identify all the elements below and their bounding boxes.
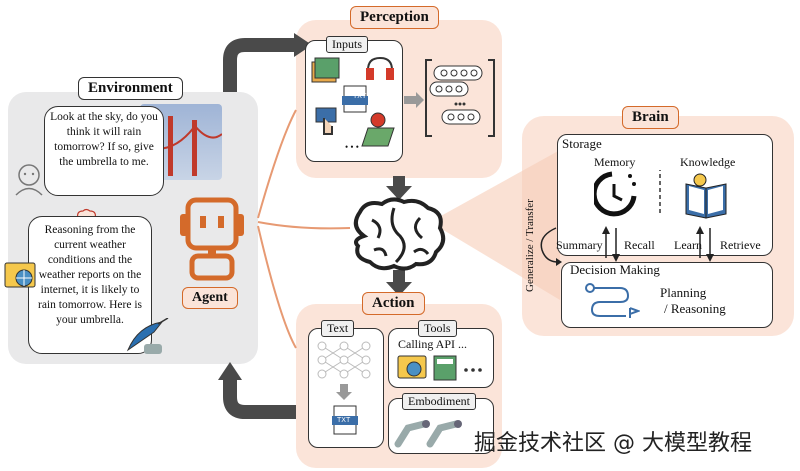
decision-making-box — [561, 262, 773, 328]
tool-icons — [397, 355, 482, 381]
calculator-icon — [433, 355, 457, 381]
knowledge-label: Knowledge — [680, 155, 736, 169]
action-to-env-arrow — [223, 378, 296, 419]
umbrella-icon — [126, 318, 169, 354]
agent-label: Agent — [182, 287, 238, 309]
embodiment-label: Embodiment — [402, 393, 476, 410]
audio-icon — [366, 56, 394, 80]
robot-arm-icon — [394, 420, 462, 448]
knowledge-book-icon — [685, 173, 727, 219]
memory-icon — [594, 171, 637, 217]
watermark-text: 掘金技术社区 @ 大模型教程 — [474, 431, 752, 456]
tools-label: Tools — [418, 320, 457, 337]
web-tool-icon — [397, 355, 427, 379]
brain-action-arrow-shaft — [393, 270, 405, 284]
agent-robot-icon — [180, 197, 244, 281]
text-file-icon — [342, 85, 368, 113]
storage-label: Storage — [562, 136, 602, 151]
storage-icons — [594, 170, 727, 219]
text-generation-icon — [317, 341, 371, 435]
retrieve-label: Retrieve — [720, 238, 761, 252]
action-txt-label: TXT — [337, 417, 351, 424]
learn-label: Learn — [674, 238, 702, 252]
human-speech-bubble: Look at the sky, do you think it will ra… — [44, 106, 164, 196]
env-to-perception-arrowhead — [294, 33, 312, 57]
calling-api-text: Calling API ... — [398, 337, 468, 351]
environment-title: Environment — [78, 77, 183, 100]
perception-brain-arrow-shaft — [393, 176, 405, 188]
summary-label: Summary — [556, 238, 603, 252]
perception-brain-arrowhead — [386, 186, 412, 200]
agent-speech-bubble: Reasoning from the current weather condi… — [28, 216, 152, 354]
memory-label: Memory — [594, 155, 636, 169]
location-icon — [361, 112, 395, 147]
text-label: Text — [321, 320, 355, 337]
central-brain-icon — [353, 197, 446, 271]
inputs-label: Inputs — [326, 36, 368, 53]
perception-txt-label: TXT — [353, 93, 367, 100]
storage-box — [557, 134, 773, 256]
decision-making-label: Decision Making — [570, 262, 660, 277]
brain-action-arrowhead — [386, 282, 412, 296]
web-browser-icon — [4, 262, 36, 288]
env-to-perception-arrow — [223, 38, 296, 92]
more-tools-icon — [464, 368, 482, 372]
inputs-more: • • • — [345, 142, 359, 152]
image-icon — [311, 57, 340, 83]
action-title: Action — [362, 292, 425, 315]
planning-path-icon — [585, 283, 640, 318]
action-to-env-arrowhead — [218, 362, 242, 380]
brain-focus-cone — [430, 150, 560, 300]
storage-decision-arrows — [602, 226, 714, 262]
brain-title: Brain — [622, 106, 679, 129]
embedding-vectors — [404, 59, 495, 137]
touch-icon — [315, 107, 337, 135]
planning-label: Planning — [660, 285, 707, 300]
perception-title: Perception — [350, 6, 439, 29]
reasoning-label: / Reasoning — [664, 301, 726, 316]
input-icons — [311, 56, 395, 147]
human-icon — [15, 164, 43, 196]
generalize-loop-arrow — [540, 227, 562, 266]
recall-label: Recall — [624, 238, 655, 252]
